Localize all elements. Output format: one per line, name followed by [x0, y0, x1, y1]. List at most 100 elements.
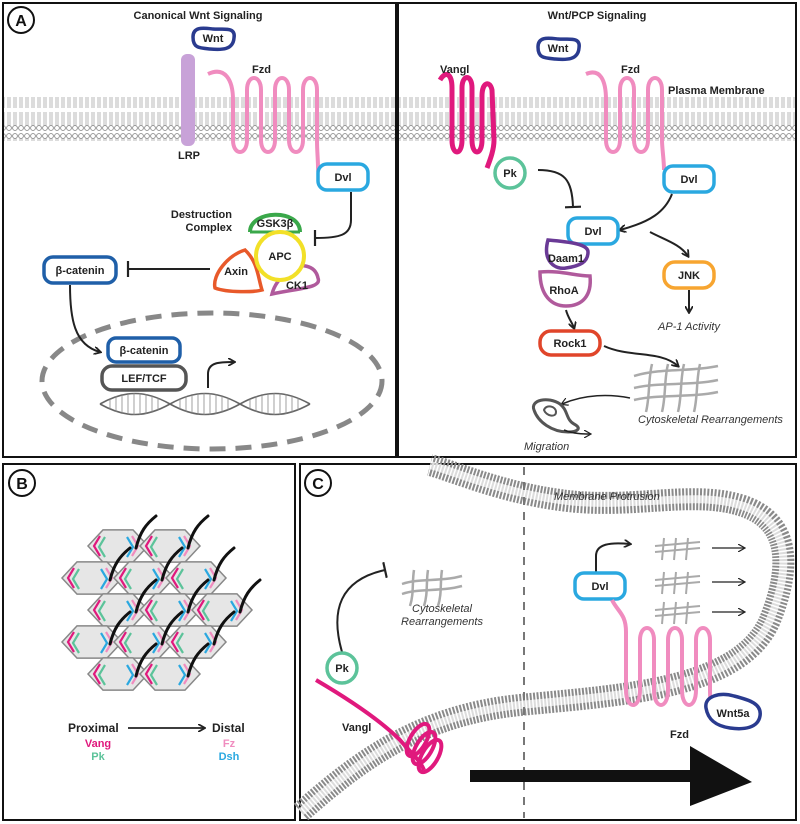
jnk-label: JNK [678, 270, 700, 282]
panel-label-a: A [7, 6, 35, 34]
dvl-label-pcp: Dvl [584, 226, 601, 238]
dna-helix [99, 392, 311, 416]
pk-marker [71, 632, 80, 654]
panel-c-frame [299, 463, 797, 821]
dvl-to-cytoskeleton-arrow [595, 543, 630, 574]
pk-marker [149, 664, 158, 686]
beta-catenin-translocation-arrow [69, 284, 100, 352]
pk-marker [149, 600, 158, 622]
destruction-complex-label-2: Complex [186, 222, 233, 234]
dsh-marker [100, 568, 109, 590]
cell-hair [134, 514, 158, 550]
beta-catenin-label: β-catenin [56, 265, 105, 277]
fzd-receptor-c [610, 599, 716, 719]
distal-label: Distal [212, 721, 245, 735]
vang-marker [92, 599, 101, 621]
vang-marker [170, 631, 179, 653]
beta-catenin-cytoplasmic [42, 255, 118, 285]
fzd-receptor-canonical [207, 69, 331, 187]
pk-pcp [493, 156, 527, 190]
cell-hair [186, 514, 210, 550]
dvl-membrane-pcp [662, 164, 716, 194]
dsh-marker [204, 632, 213, 654]
cytoskeleton-to-migration-arrow [562, 394, 631, 404]
rock1-to-cytoskeleton-arrow [603, 345, 678, 366]
vang-marker [144, 599, 153, 621]
pk-marker [149, 536, 158, 558]
dsh-marker [152, 632, 161, 654]
lrp-label: LRP [178, 150, 200, 162]
pk-marker [175, 568, 184, 590]
cell-hair [186, 642, 210, 678]
vang-marker [92, 663, 101, 685]
vang-marker [66, 631, 75, 653]
dsh-marker [100, 632, 109, 654]
destruction-complex-label-1: Destruction [171, 209, 232, 221]
cell-hair [108, 610, 132, 646]
cytoskeleton-c [401, 569, 463, 607]
lef-tcf-label: LEF/TCF [121, 373, 166, 385]
plasma-membrane-label: Plasma Membrane [668, 85, 765, 97]
panel-label-c: C [304, 469, 332, 497]
cell-hair [212, 610, 236, 646]
dvl-membrane-label: Dvl [680, 174, 697, 186]
cell-migration-label: Cell Migration [549, 781, 647, 798]
apc-label: APC [268, 251, 291, 263]
nucleus [39, 310, 385, 452]
pk-inhibition-arrow-c [336, 561, 388, 653]
pcp-title: Wnt/PCP Signaling [548, 10, 647, 22]
dsh-marker [204, 568, 213, 590]
epithelial-cell-grid [60, 514, 262, 691]
dvl-to-dvl-arrow [620, 193, 673, 230]
fzd-label-pcp: Fzd [621, 64, 640, 76]
axin-protein [212, 248, 265, 294]
vangl-receptor-pcp [437, 72, 497, 169]
migration-arrow [563, 429, 590, 434]
pk-inhibition-arrow [537, 169, 582, 209]
beta-catenin-nuclear [106, 336, 182, 364]
vang-marker [66, 567, 75, 589]
jnk-protein [662, 260, 716, 290]
migrating-cell-icon [531, 398, 580, 434]
ck1-label: CK1 [286, 280, 308, 292]
cell-hair [108, 546, 132, 582]
vang-marker [144, 535, 153, 557]
axin-label: Axin [224, 266, 248, 278]
wnt-label-pcp: Wnt [548, 43, 569, 55]
pk-label-pcp: Pk [503, 168, 517, 180]
dsh-marker [178, 536, 187, 558]
proximal-label: Proximal [68, 721, 119, 735]
beta-catenin-nuclear-label: β-catenin [120, 345, 169, 357]
canonical-membrane [4, 97, 395, 141]
cell-migration-arrow [470, 746, 752, 806]
vang-marker [196, 599, 205, 621]
dvl-c [573, 571, 627, 601]
cell-hair [134, 642, 158, 678]
vang-marker [170, 567, 179, 589]
vang-marker [118, 567, 127, 589]
cell-hair [134, 578, 158, 614]
pk-marker [97, 536, 106, 558]
vangl-label-c: Vangl [342, 722, 371, 734]
cell-hair [160, 610, 184, 646]
dsh-marker [126, 536, 135, 558]
dvl-inhibition-arrow [313, 192, 352, 247]
dsh-marker [126, 600, 135, 622]
dvl-canonical [316, 162, 370, 192]
dsh-marker [230, 600, 239, 622]
canonical-title: Canonical Wnt Signaling [134, 10, 263, 22]
dsh-marker [178, 600, 187, 622]
cell-hair [212, 546, 236, 582]
membrane-protrusion-label: Membrane Protrusion [554, 491, 660, 503]
wnt-label-canonical: Wnt [203, 33, 224, 45]
fzd-label-c: Fzd [670, 729, 689, 741]
migration-label: Migration [524, 441, 569, 453]
cell-hair [238, 578, 262, 614]
dsh-legend: Dsh [219, 751, 240, 763]
cell-hair [160, 546, 184, 582]
pk-marker [71, 568, 80, 590]
daam1-label: Daam1 [548, 253, 584, 265]
pk-marker [175, 632, 184, 654]
apc-protein [254, 230, 306, 282]
rock1-protein [538, 329, 602, 357]
